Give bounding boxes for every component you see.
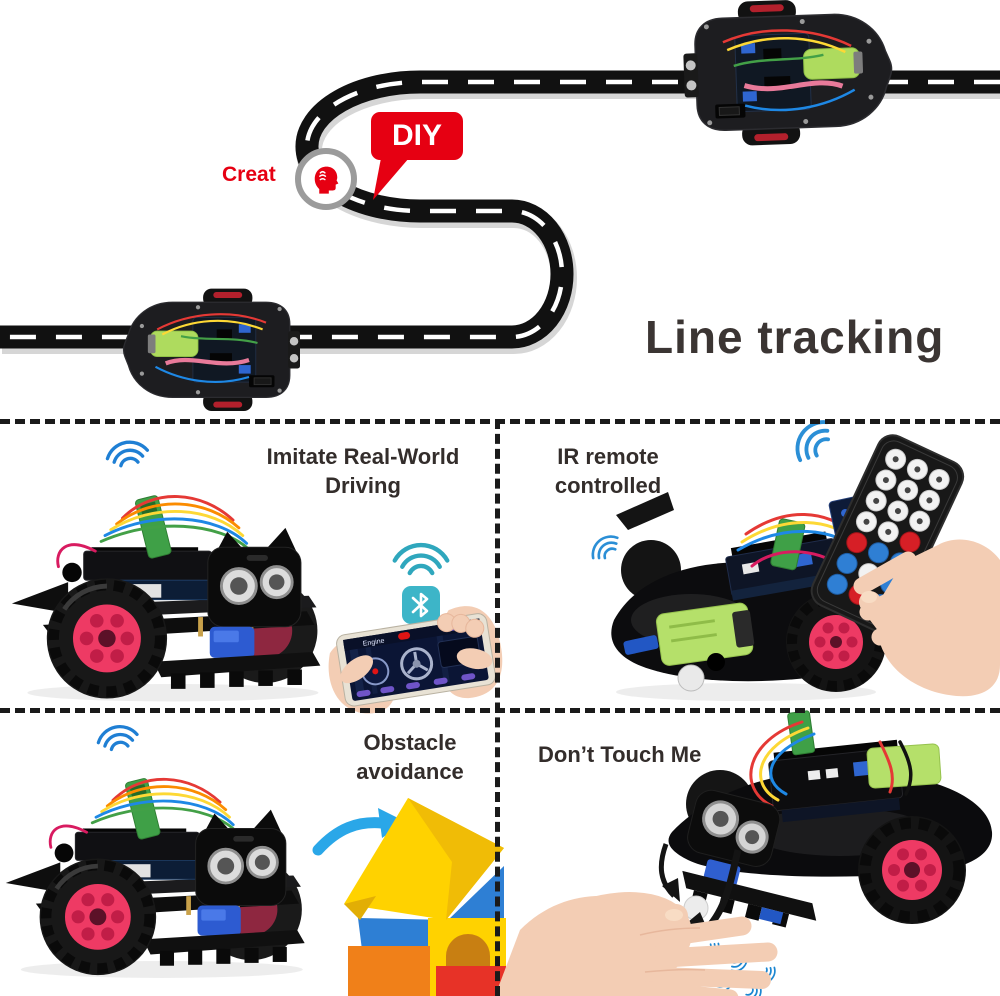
blue-arrow-icon [312,808,406,856]
robot-car-touch [668,710,993,928]
title-imitate-line1: Imitate Real-World [266,444,460,469]
title-ir-line2: controlled [554,473,662,498]
right-thumb [456,648,493,670]
title-ir-line1: IR remote [557,444,659,469]
title-dont-touch: Don’t Touch Me [538,742,702,767]
bluetooth-signal-waves-icon [395,545,448,573]
title-obstacle: Obstacle avoidance [330,728,490,786]
car-signal-waves-icon [585,529,624,566]
robot-car-top-view-right [682,0,894,148]
divider-top [0,419,1000,424]
phone-screen-label: Engine [362,638,385,648]
left-thumb [340,655,374,684]
curved-arrow-small-icon [658,843,680,902]
speech-bubble-tail [373,158,409,200]
title-obstacle-line1: Obstacle [363,730,457,755]
title-imitate-line2: Driving [325,473,401,498]
robot-car-top-view-left [124,289,300,411]
title-obstacle-line2: avoidance [356,759,464,784]
title-ir-remote: IR remote controlled [524,442,692,500]
thinking-head-badge [295,148,357,210]
divider-vertical [495,419,500,996]
robot-car-obstacle [6,723,305,978]
s-curve-road [0,70,1000,354]
headline-line-tracking: Line tracking [645,311,945,363]
bluetooth-icon [402,586,440,624]
thumb-nail [861,591,877,603]
title-imitate: Imitate Real-World Driving [230,442,496,500]
diy-speech-bubble: DIY [371,112,463,200]
thinking-head-icon [314,166,339,194]
open-hand [495,892,778,996]
hands-holding-smartphone: Engine [328,606,503,714]
creat-label: Creat [222,163,276,186]
diy-label: DIY [391,119,442,152]
thumb-nail [665,909,683,921]
divider-middle [0,708,1000,713]
robot-car-ir [611,490,892,701]
hand-holding-remote [853,539,1000,697]
fingertips [437,613,485,638]
